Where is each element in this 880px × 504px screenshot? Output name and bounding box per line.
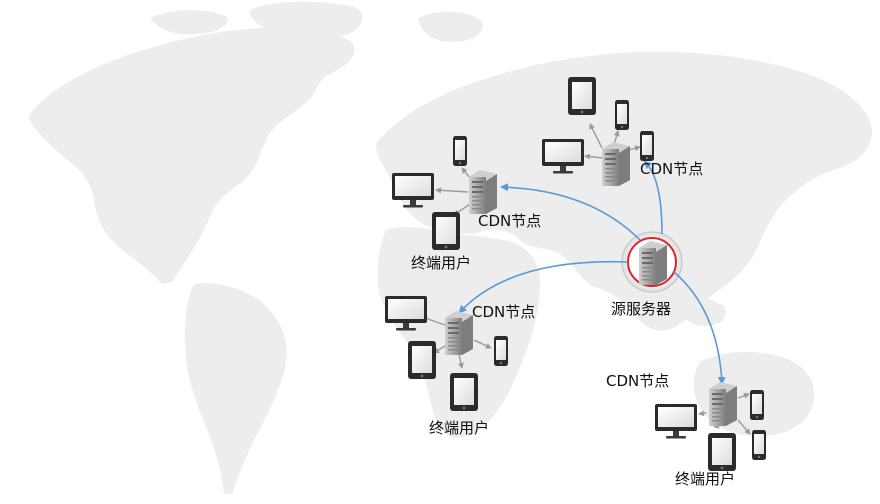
phone-icon — [494, 336, 508, 366]
arrow-to-cdn-asia — [643, 160, 663, 235]
cdn-node-label-africa: CDN节点 — [472, 303, 536, 321]
cdn-node-africa — [385, 296, 508, 411]
server-icon — [639, 241, 667, 285]
origin-server — [621, 231, 683, 293]
tablet-icon — [568, 77, 596, 115]
arrow-to-cdn-oceania — [673, 271, 726, 385]
cdn-node-label-oceania: CDN节点 — [606, 372, 670, 390]
server-icon — [602, 142, 630, 186]
phone-icon — [640, 131, 654, 161]
distribution-arrows — [458, 160, 726, 385]
end-user-label-africa: 终端用户 — [429, 419, 490, 437]
tablet-icon — [708, 433, 736, 471]
phone-icon — [750, 390, 764, 420]
cdn-node-label-asia: CDN节点 — [640, 160, 704, 178]
server-icon — [709, 382, 737, 426]
phone-icon — [615, 100, 629, 130]
tablet-icon — [450, 373, 478, 411]
phone-icon — [752, 430, 766, 460]
monitor-icon — [655, 404, 697, 439]
cdn-node-label-europe: CDN节点 — [478, 212, 542, 230]
tablet-icon — [432, 212, 460, 250]
server-icon — [445, 311, 473, 355]
end-user-label-oceania: 终端用户 — [675, 470, 736, 488]
tablet-icon — [408, 341, 436, 379]
end-user-label-europe: 终端用户 — [411, 254, 472, 272]
server-icon — [469, 170, 497, 214]
arrow-to-cdn-africa — [458, 260, 629, 314]
cdn-node-asia — [542, 77, 654, 186]
phone-icon — [453, 136, 467, 166]
arrow-to-cdn-europe — [500, 183, 641, 241]
cdn-node-europe — [392, 136, 497, 250]
origin-server-label: 源服务器 — [611, 300, 672, 318]
cdn-node-oceania — [655, 382, 766, 471]
user-links — [584, 123, 641, 160]
